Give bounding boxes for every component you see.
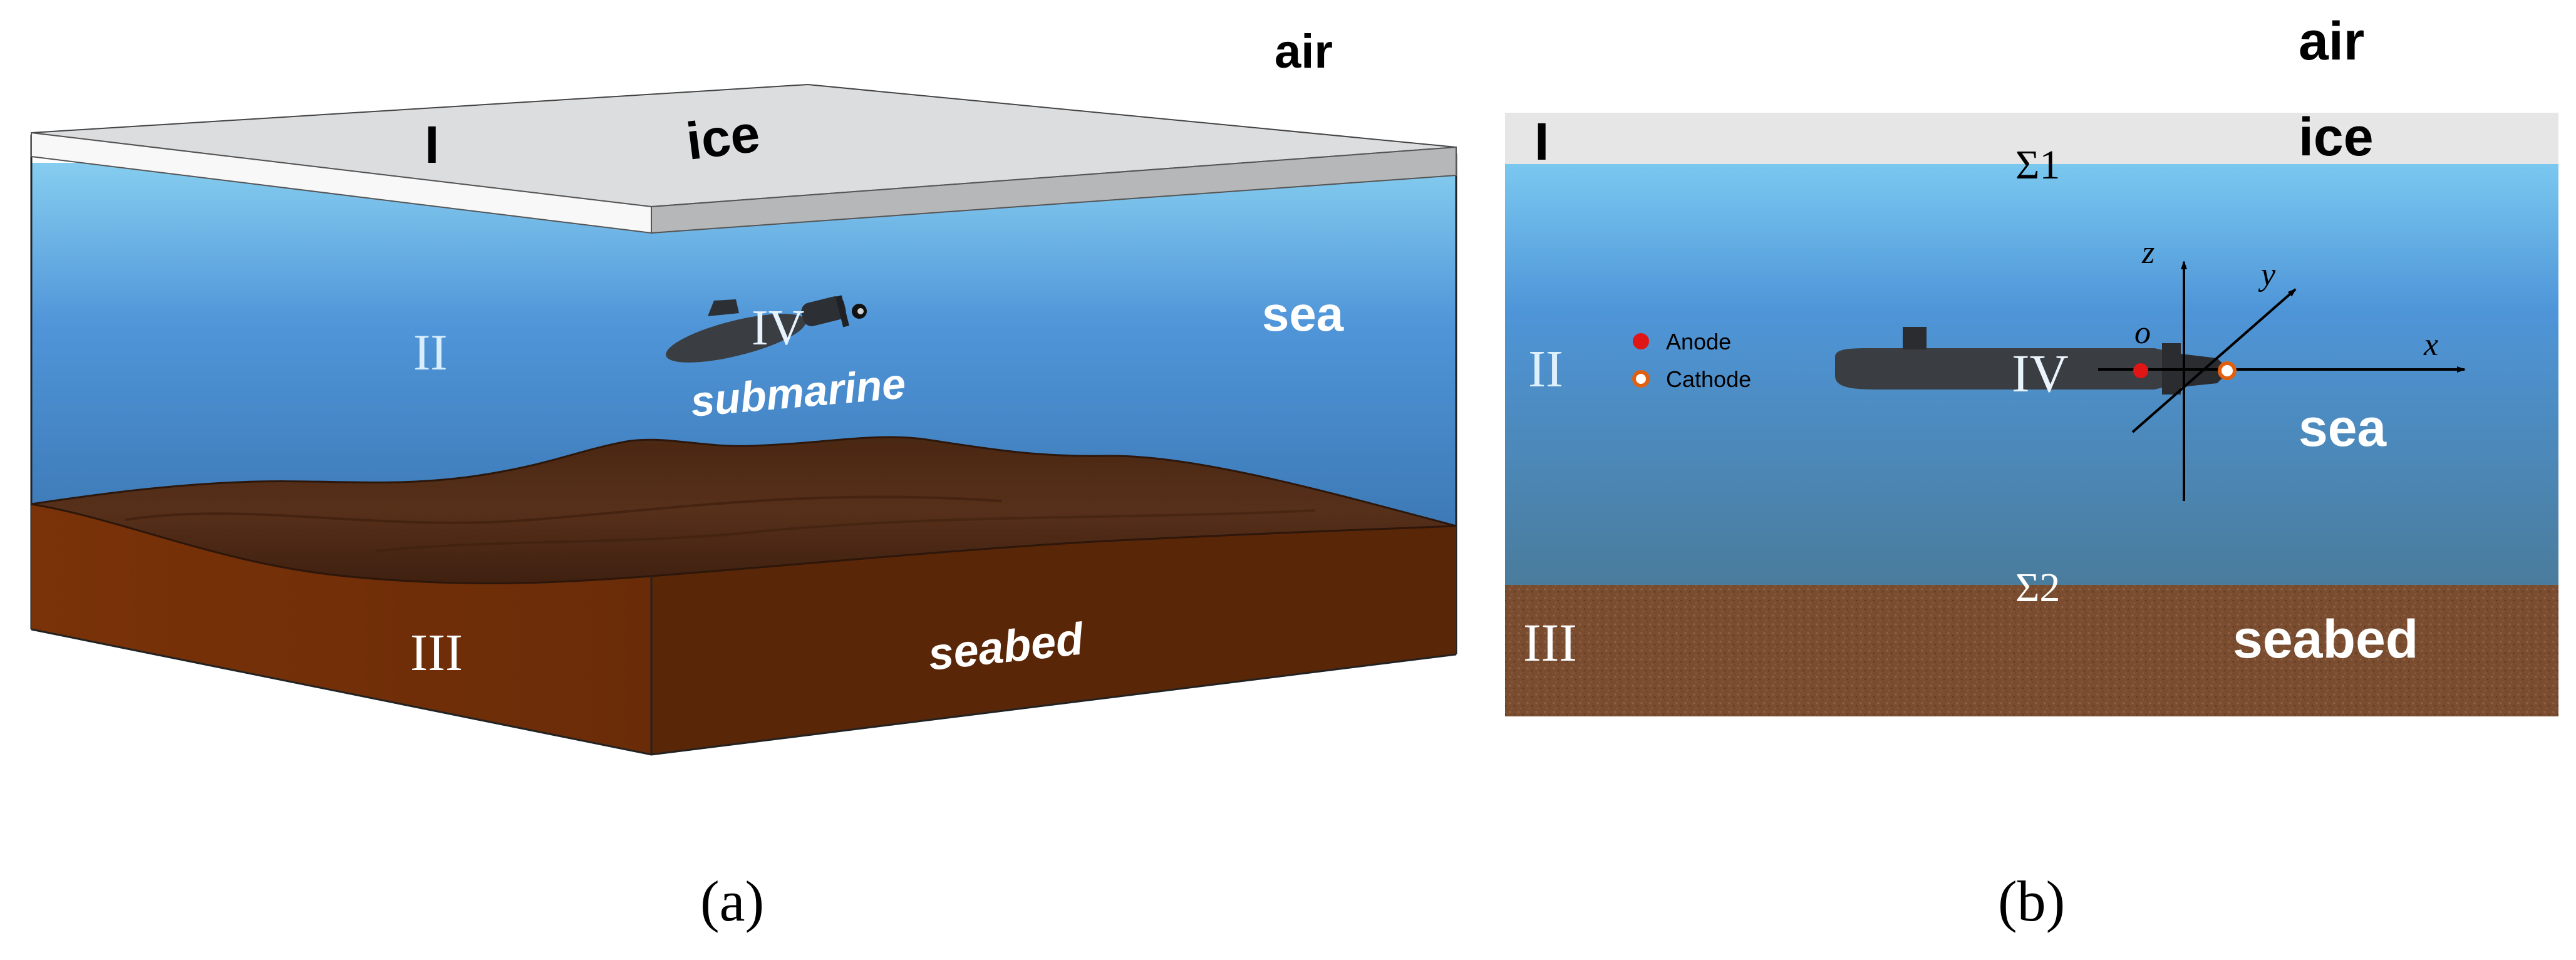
- region-sea-a: II: [413, 324, 448, 381]
- seabed-left-front: [31, 504, 651, 755]
- mud-ripple-1: [125, 495, 1003, 524]
- axis-y-label: y: [2258, 257, 2276, 292]
- interface-bottom: Σ2: [2015, 565, 2060, 611]
- region-submarine-a: IV: [752, 301, 804, 356]
- legend: Anode Cathode: [1632, 329, 1751, 392]
- cathode-marker-sub: [2218, 361, 2237, 380]
- ice-label-b: ice: [2299, 107, 2374, 167]
- region-ice-b: I: [1534, 112, 1549, 171]
- caption-a: (a): [700, 869, 764, 933]
- mud-surface: [31, 436, 1457, 585]
- ice-side: [651, 146, 1457, 234]
- seabed-label-b: seabed: [2233, 609, 2418, 669]
- region-seabed-a: III: [410, 624, 463, 682]
- ice-layer-b: [1505, 113, 2558, 164]
- anode-marker-sub: [2133, 363, 2148, 378]
- sea-label-b: sea: [2299, 398, 2387, 457]
- sea-label-a: sea: [1262, 286, 1344, 341]
- legend-anode-label: Anode: [1666, 329, 1731, 354]
- legend-anode-marker: [1633, 333, 1649, 349]
- legend-cathode-label: Cathode: [1666, 366, 1751, 392]
- seabed-edges: [31, 576, 1457, 756]
- seabed-layer-b: [1505, 585, 2558, 716]
- legend-cathode-marker: [1632, 370, 1650, 388]
- air-label-a: air: [1275, 25, 1333, 78]
- region-ice-a: I: [425, 115, 439, 174]
- panel-a: air ice I II sea IV submarine III seabed…: [30, 25, 1457, 933]
- mud-ripple-2: [375, 509, 1316, 552]
- region-submarine-b: IV: [2012, 343, 2069, 403]
- panel-b: Anode Cathode air ice I Σ1 II IV z y x o…: [1505, 11, 2558, 933]
- origin-label: o: [2134, 315, 2151, 351]
- caption-b: (b): [1998, 869, 2065, 933]
- y-axis: [2131, 288, 2297, 433]
- axis-z-label: z: [2141, 235, 2154, 271]
- interface-top: Σ1: [2015, 142, 2060, 188]
- region-sea-b: II: [1528, 340, 1563, 398]
- air-label-b: air: [2299, 11, 2364, 71]
- ice-label-a: ice: [683, 103, 763, 171]
- coordinate-axes: [2098, 261, 2466, 501]
- region-seabed-b: III: [1523, 612, 1577, 673]
- axis-x-label: x: [2423, 327, 2438, 363]
- submarine-a: [666, 295, 867, 363]
- seabed-front: [651, 526, 1456, 755]
